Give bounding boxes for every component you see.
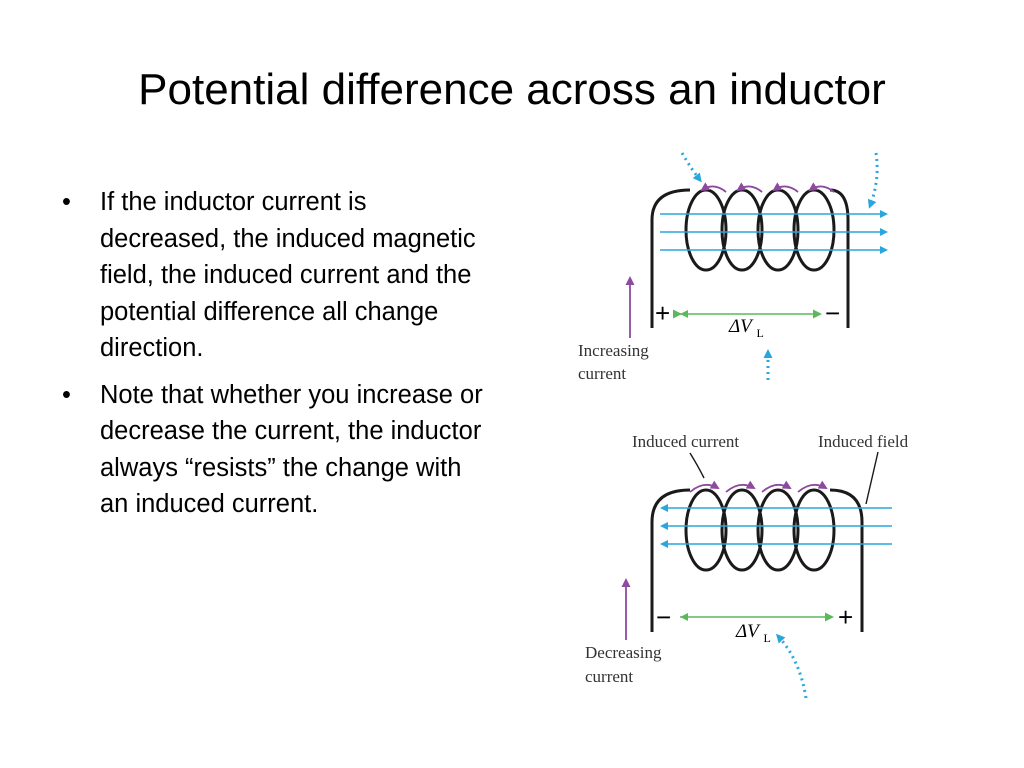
bullet-text: If the inductor current is decreased, th… [100, 188, 476, 362]
bottom-delta-v-label: ΔV L [735, 621, 771, 645]
bottom-dotted-arrow [775, 633, 808, 699]
slide-title: Potential difference across an inductor [138, 65, 886, 114]
bottom-inductor-diagram: Induced current Induced field [585, 432, 909, 699]
bullet-item: • If the inductor current is decreased, … [62, 184, 492, 367]
induced-current-label: Induced current [632, 432, 739, 451]
bullet-list: • If the inductor current is decreased, … [62, 184, 492, 533]
top-dotted-arrow-left [680, 152, 702, 183]
top-induced-current-arrows [700, 182, 835, 193]
bottom-current-label-line2: current [585, 667, 633, 686]
bottom-induced-current-arrows [689, 480, 828, 493]
induced-field-label: Induced field [818, 432, 909, 451]
top-delta-v-label: ΔV L [728, 316, 764, 340]
top-current-label-line1: Increasing [578, 341, 649, 360]
bullet-item: • Note that whether you increase or decr… [62, 377, 492, 523]
top-field-lines [660, 210, 888, 254]
top-current-label-line2: current [578, 364, 626, 383]
bottom-plus-sign: + [838, 602, 853, 632]
bullet-symbol: • [62, 380, 71, 409]
top-minus-sign: − [825, 298, 840, 328]
induced-current-leader [689, 452, 705, 479]
top-delta-v-subscript: L [757, 326, 764, 340]
bottom-current-label-line1: Decreasing [585, 643, 662, 662]
bottom-delta-v-text: ΔV [735, 621, 761, 642]
top-plus-sign: + [655, 298, 670, 328]
bottom-minus-sign: − [656, 602, 671, 632]
top-delta-v-text: ΔV [728, 316, 754, 337]
bottom-delta-v-subscript: L [764, 631, 771, 645]
bullet-text: Note that whether you increase or decrea… [100, 380, 483, 519]
bullet-symbol: • [62, 188, 71, 216]
bottom-field-lines [660, 504, 892, 548]
bottom-coil [650, 488, 864, 632]
top-dotted-arrow-right [867, 152, 879, 209]
top-coil [650, 188, 850, 328]
induced-field-leader [865, 451, 879, 505]
top-inductor-diagram: + − ΔV L Increasing current [578, 152, 888, 383]
